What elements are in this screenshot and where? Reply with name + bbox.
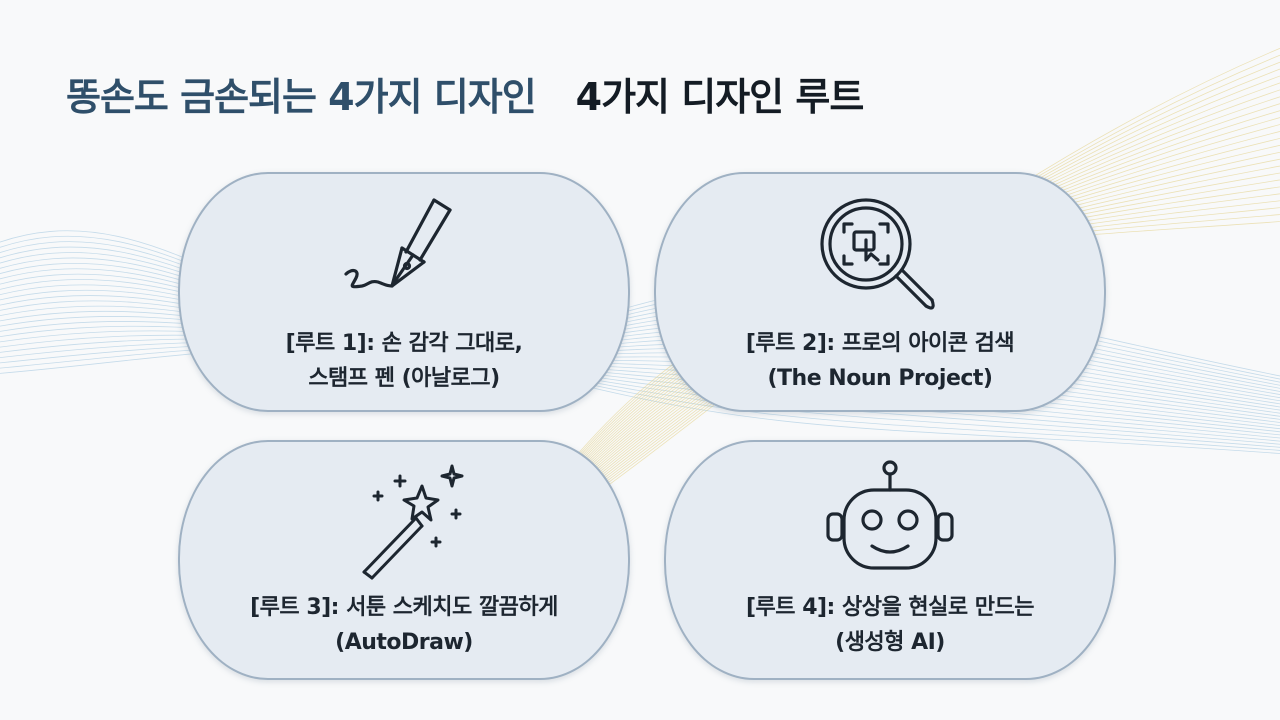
route-card-2[interactable]: [루트 2]: 프로의 아이콘 검색 (The Noun Project) <box>654 172 1106 412</box>
route-card-3-label: [루트 3]: 서툰 스케치도 깔끔하게 (AutoDraw) <box>180 590 628 660</box>
route-card-4-label: [루트 4]: 상상을 현실로 만드는 (생성형 AI) <box>666 590 1114 660</box>
fountain-pen-icon <box>344 198 452 289</box>
route-card-4-title: [루트 4]: 상상을 현실로 만드는 <box>746 595 1035 620</box>
route-card-3[interactable]: [루트 3]: 서툰 스케치도 깔끔하게 (AutoDraw) <box>178 440 630 680</box>
magic-wand-icon <box>362 464 464 580</box>
route-card-3-title: [루트 3]: 서툰 스케치도 깔끔하게 <box>250 595 558 620</box>
magnifier-search-icon <box>820 198 935 310</box>
route-card-1-title: [루트 1]: 손 감각 그대로, <box>285 331 523 356</box>
route-card-4[interactable]: [루트 4]: 상상을 현실로 만드는 (생성형 AI) <box>664 440 1116 680</box>
page-title: 똥손도 금손되는 4가지 디자인 4가지 디자인 루트 <box>66 66 865 121</box>
route-card-2-subtitle: (The Noun Project) <box>767 366 993 391</box>
robot-icon <box>826 460 954 570</box>
route-card-4-subtitle: (생성형 AI) <box>835 630 945 655</box>
route-card-3-subtitle: (AutoDraw) <box>335 630 473 655</box>
route-card-1[interactable]: [루트 1]: 손 감각 그대로, 스탬프 펜 (아날로그) <box>178 172 630 412</box>
page-title-primary: 똥손도 금손되는 4가지 디자인 <box>66 75 537 119</box>
route-card-1-subtitle: 스탬프 펜 (아날로그) <box>308 366 500 391</box>
route-card-2-title: [루트 2]: 프로의 아이콘 검색 <box>745 331 1015 356</box>
page-title-secondary: 4가지 디자인 루트 <box>575 75 865 119</box>
route-card-1-label: [루트 1]: 손 감각 그대로, 스탬프 펜 (아날로그) <box>180 326 628 396</box>
route-card-2-label: [루트 2]: 프로의 아이콘 검색 (The Noun Project) <box>656 326 1104 396</box>
